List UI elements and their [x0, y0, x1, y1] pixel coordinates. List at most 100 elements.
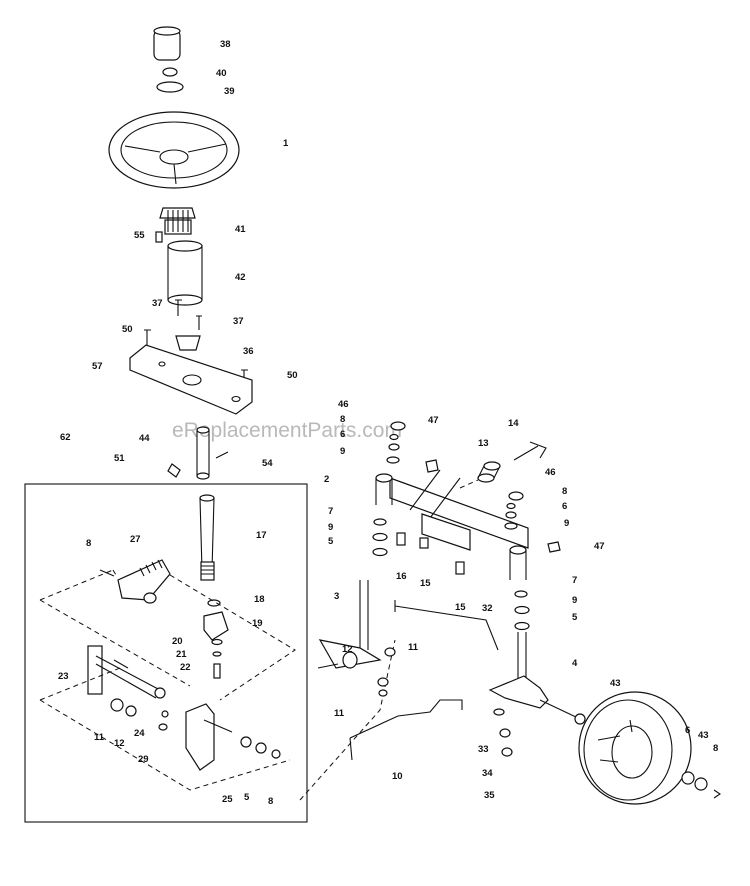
part-50-bolt-left: [144, 329, 151, 346]
part-51-nut: [167, 463, 181, 478]
callout-37-right: 37: [233, 316, 244, 327]
callout-8-right: 8: [562, 486, 567, 497]
callout-11-a: 11: [408, 642, 419, 653]
callout-12-box: 12: [114, 738, 125, 749]
callout-14: 14: [508, 418, 519, 429]
callout-7-right: 7: [572, 575, 577, 586]
connection-line: [299, 639, 396, 801]
part-47-nut-lower: [547, 541, 561, 553]
part-6-washer-box: [255, 742, 267, 754]
part-46-cap-left: [390, 421, 406, 431]
part-44-shaft: [196, 426, 210, 480]
part-8-clip-box: [271, 749, 281, 759]
part-12-washer-box: [125, 705, 137, 717]
callout-55: 55: [134, 230, 145, 241]
part-57-panel: [129, 344, 253, 415]
part-47-nut-upper: [425, 459, 439, 473]
callout-16: 16: [396, 571, 407, 582]
part-23-pivot-lever: [87, 645, 166, 699]
callout-8-left: 8: [340, 414, 345, 425]
part-12-washer-a: [377, 677, 389, 687]
callout-47-upper: 47: [428, 415, 439, 426]
callout-33: 33: [478, 744, 489, 755]
part-35-nut: [501, 747, 513, 757]
part-15-pin-b: [455, 561, 465, 575]
part-17-steering-shaft: [199, 494, 215, 581]
part-33-washer: [493, 708, 505, 716]
part-18-washer: [207, 599, 221, 607]
part-5-washer-box: [240, 736, 252, 748]
part-6-washer-right: [505, 511, 517, 519]
callout-44: 44: [139, 433, 150, 444]
part-4-spindle-right: [488, 632, 586, 725]
callout-62: 62: [60, 432, 71, 443]
callout-47-lower: 47: [594, 541, 605, 552]
part-20-washer: [211, 638, 223, 646]
callout-50-right: 50: [287, 370, 298, 381]
callout-11-box: 11: [94, 732, 105, 743]
part-37-bolt-right: [196, 315, 202, 330]
callout-43-a: 43: [610, 678, 621, 689]
callout-9-left-lower: 9: [328, 522, 333, 533]
callout-12-a: 12: [342, 644, 353, 655]
part-6-washer-wheel: [681, 771, 695, 785]
callout-38: 38: [220, 39, 231, 50]
callout-5-box: 5: [244, 792, 250, 803]
part-10-drag-link: [349, 699, 463, 739]
part-25-bracket: [185, 703, 215, 771]
part-42-column-tube: [167, 240, 203, 306]
callout-27: 27: [130, 534, 141, 545]
callout-13: 13: [478, 438, 489, 449]
part-38-cap: [153, 26, 181, 61]
part-8-clip-right: [506, 502, 516, 510]
callout-41: 41: [235, 224, 246, 235]
callout-25: 25: [222, 794, 233, 805]
part-24-bolt: [161, 710, 169, 718]
callout-46-right: 46: [545, 467, 556, 478]
callout-46-left: 46: [338, 399, 349, 410]
callout-34: 34: [482, 768, 493, 779]
callout-labels: 38 40 39 1 41 55 42 37 37 50 36 57 50 62…: [58, 39, 718, 807]
part-9-washer-left: [386, 456, 400, 464]
callout-32: 32: [482, 603, 493, 614]
part-7-bushing-left: [373, 518, 387, 526]
part-8-clip-wheel: [713, 789, 721, 799]
part-8-clip-left: [389, 433, 399, 441]
part-6-washer-left: [388, 443, 400, 451]
part-37-bolt-left: [175, 299, 182, 316]
part-14-bolt: [513, 441, 547, 461]
callout-35: 35: [484, 790, 495, 801]
part-spindle-post-left: [375, 473, 393, 505]
part-43-washer-wheel: [694, 777, 708, 791]
callout-40: 40: [216, 68, 227, 79]
part-40-nut: [162, 67, 178, 77]
part-5-washer-left: [372, 547, 388, 557]
callout-2: 2: [324, 474, 329, 485]
callout-15-b: 15: [455, 602, 466, 613]
part-9-washer-right-lower: [514, 605, 530, 615]
callout-6-right: 6: [562, 501, 567, 512]
part-21-washer: [212, 651, 222, 657]
part-9-washer-right: [504, 522, 518, 530]
callout-37-left: 37: [152, 298, 163, 309]
callout-9-right-lower: 9: [572, 595, 577, 606]
part-spindle-post-right: [509, 545, 527, 580]
callout-23: 23: [58, 671, 69, 682]
part-2-front-axle: [389, 469, 529, 551]
callout-1: 1: [283, 138, 289, 149]
callout-36: 36: [243, 346, 254, 357]
part-39-washer: [156, 81, 184, 93]
exploded-view-line-lower: [39, 667, 291, 791]
callout-29: 29: [138, 754, 149, 765]
part-11-bushing-box: [110, 698, 124, 712]
part-34-bushing: [499, 728, 511, 738]
part-13-spacer: [477, 461, 501, 483]
watermark: eReplacementParts.com: [172, 419, 402, 442]
part-22-screw: [213, 663, 221, 679]
callout-17: 17: [256, 530, 267, 541]
callout-8-wheel: 8: [713, 743, 718, 754]
part-15-pin-a: [419, 537, 429, 549]
callout-4: 4: [572, 658, 578, 669]
